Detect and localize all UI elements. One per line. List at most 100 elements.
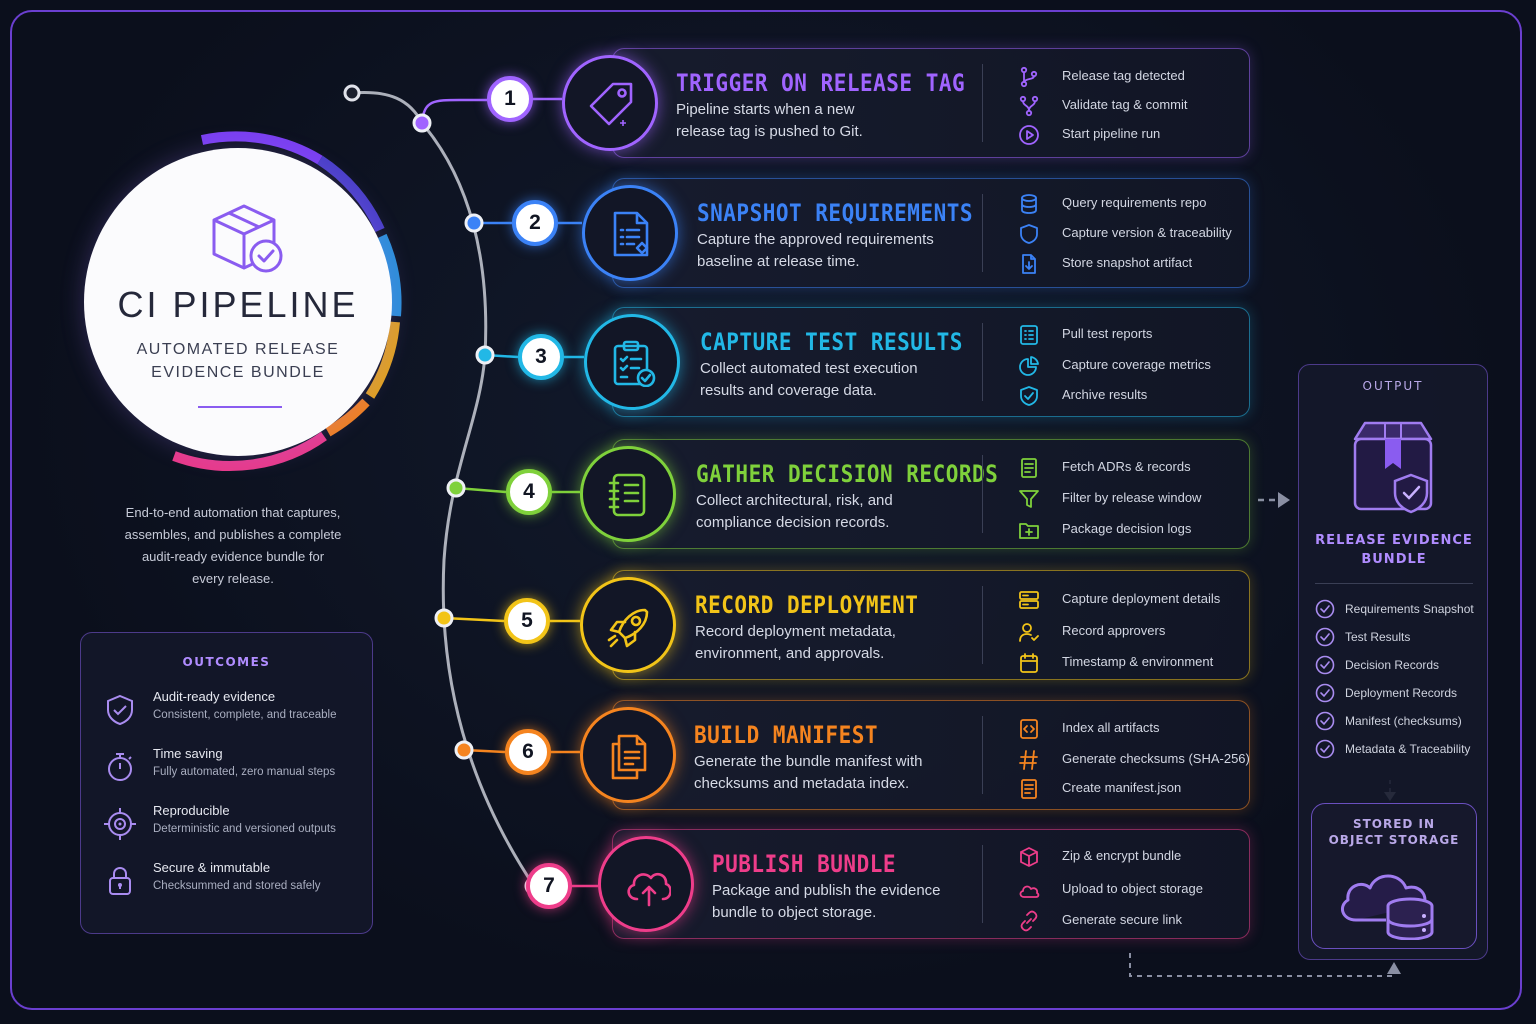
server-icon xyxy=(1018,589,1040,611)
step-subtask: Generate checksums (SHA-256) xyxy=(1018,749,1250,773)
step-icon-circle xyxy=(580,577,676,673)
outcome-title: Reproducible xyxy=(153,803,230,818)
step-card-4[interactable] xyxy=(612,439,1250,549)
outcome-item: Reproducible Deterministic and versioned… xyxy=(103,803,363,847)
step-number-badge: 4 xyxy=(506,469,552,515)
hero-subtitle-line1: AUTOMATED RELEASE xyxy=(136,341,340,358)
output-item-label: Metadata & Traceability xyxy=(1345,742,1471,756)
hero-underline xyxy=(198,406,282,408)
step-description: Record deployment metadata, environment, … xyxy=(695,621,975,665)
subtask-label: Capture coverage metrics xyxy=(1062,357,1211,372)
step-card-2[interactable] xyxy=(612,178,1250,288)
shield-icon xyxy=(1018,223,1040,245)
play-icon xyxy=(1018,124,1040,146)
output-item: Manifest (checksums) xyxy=(1315,711,1487,731)
step-desc-line1: Package and publish the evidence xyxy=(712,882,941,899)
step-subtask: Start pipeline run xyxy=(1018,124,1248,148)
step-subtask: Upload to object storage xyxy=(1018,879,1248,903)
step-divider xyxy=(982,194,983,272)
output-panel: OUTPUT RELEASE EVIDENCE BUNDLE Requireme… xyxy=(1298,364,1488,960)
step-subtask: Release tag detected xyxy=(1018,66,1248,90)
subtask-label: Validate tag & commit xyxy=(1062,97,1188,112)
hero-title: CI PIPELINE xyxy=(117,284,359,325)
clipboard-check-icon xyxy=(613,340,656,387)
step-icon-circle xyxy=(580,446,676,542)
box-check-icon xyxy=(212,204,283,273)
outcome-title: Secure & immutable xyxy=(153,860,271,875)
package-shield-icon xyxy=(1353,421,1433,514)
step-card-3[interactable] xyxy=(612,307,1250,417)
output-item: Requirements Snapshot xyxy=(1315,599,1487,619)
hero-subtitle-line2: EVIDENCE BUNDLE xyxy=(151,364,325,381)
step-subtask: Archive results xyxy=(1018,385,1248,409)
user-check-icon xyxy=(1018,621,1040,643)
subtask-label: Upload to object storage xyxy=(1062,881,1203,896)
folder-plus-icon xyxy=(1018,519,1040,541)
step-desc-line2: results and coverage data. xyxy=(700,382,877,399)
output-separator xyxy=(1315,583,1473,584)
database-icon xyxy=(1018,193,1040,215)
subtask-label: Store snapshot artifact xyxy=(1062,255,1193,270)
output-item: Decision Records xyxy=(1315,655,1487,675)
rocket-icon xyxy=(607,608,649,648)
check-circle-icon xyxy=(1315,599,1335,619)
output-item-label: Test Results xyxy=(1345,630,1411,644)
step-title: PUBLISH BUNDLE xyxy=(712,850,897,878)
hero-disc: CI PIPELINE AUTOMATED RELEASE EVIDENCE B… xyxy=(84,148,392,456)
outcome-item: Audit-ready evidence Consistent, complet… xyxy=(103,689,363,733)
check-circle-icon xyxy=(1315,627,1335,647)
step-card-5[interactable] xyxy=(612,570,1250,680)
outcome-subtitle: Checksummed and stored safely xyxy=(153,880,321,892)
step-divider xyxy=(982,455,983,533)
shield-check-icon xyxy=(1018,385,1040,407)
step-card-1[interactable] xyxy=(612,48,1250,158)
step-desc-line1: Record deployment metadata, xyxy=(695,623,896,640)
step-subtask: Capture coverage metrics xyxy=(1018,355,1248,379)
description-line2: assembles, and publishes a complete xyxy=(124,527,342,542)
check-circle-icon xyxy=(1315,655,1335,675)
step-desc-line2: compliance decision records. xyxy=(696,514,890,531)
outcome-item: Secure & immutable Checksummed and store… xyxy=(103,860,363,904)
step-description: Collect architectural, risk, and complian… xyxy=(696,490,976,534)
step-subtask: Generate secure link xyxy=(1018,910,1248,934)
subtask-label: Record approvers xyxy=(1062,623,1166,638)
step-desc-line2: release tag is pushed to Git. xyxy=(676,123,863,140)
step-desc-line1: Collect architectural, risk, and xyxy=(696,492,893,509)
subtask-label: Archive results xyxy=(1062,387,1148,402)
output-bundle-title: RELEASE EVIDENCE BUNDLE xyxy=(1309,531,1479,569)
step-number-badge: 2 xyxy=(512,200,558,246)
step-subtask: Query requirements repo xyxy=(1018,193,1248,217)
output-item-label: Deployment Records xyxy=(1345,686,1458,700)
subtask-label: Generate checksums (SHA-256) xyxy=(1062,751,1250,766)
cube-icon xyxy=(1018,846,1040,868)
step-icon-circle xyxy=(598,836,694,932)
check-circle-icon xyxy=(1315,711,1335,731)
step-subtask: Zip & encrypt bundle xyxy=(1018,846,1248,870)
step-card-6[interactable] xyxy=(612,700,1250,810)
output-item: Deployment Records xyxy=(1315,683,1487,703)
storage-line1: STORED IN xyxy=(1352,817,1436,831)
output-item-label: Decision Records xyxy=(1345,658,1440,672)
step-card-7[interactable] xyxy=(612,829,1250,939)
step-desc-line2: checksums and metadata index. xyxy=(694,775,910,792)
output-item: Test Results xyxy=(1315,627,1487,647)
step-subtask: Filter by release window xyxy=(1018,488,1248,512)
step-desc-line2: environment, and approvals. xyxy=(695,645,885,662)
file-download-icon xyxy=(1018,253,1040,275)
lock-icon xyxy=(109,866,131,895)
tag-icon xyxy=(589,82,633,126)
step-desc-line2: baseline at release time. xyxy=(697,253,860,270)
step-divider xyxy=(982,323,983,401)
document-lines-icon xyxy=(1018,457,1040,479)
step-subtask: Record approvers xyxy=(1018,621,1248,645)
step-subtask: Capture deployment details xyxy=(1018,589,1248,613)
pie-chart-icon xyxy=(1018,355,1040,377)
step-subtask: Timestamp & environment xyxy=(1018,652,1248,676)
subtask-label: Fetch ADRs & records xyxy=(1062,459,1191,474)
step-title: TRIGGER ON RELEASE TAG xyxy=(676,69,966,97)
outcomes-panel: OUTCOMES Audit-ready evidence Consistent… xyxy=(80,632,373,934)
pipeline-description: End-to-end automation that captures, ass… xyxy=(108,502,358,590)
target-icon xyxy=(104,808,136,840)
step-divider xyxy=(982,845,983,923)
